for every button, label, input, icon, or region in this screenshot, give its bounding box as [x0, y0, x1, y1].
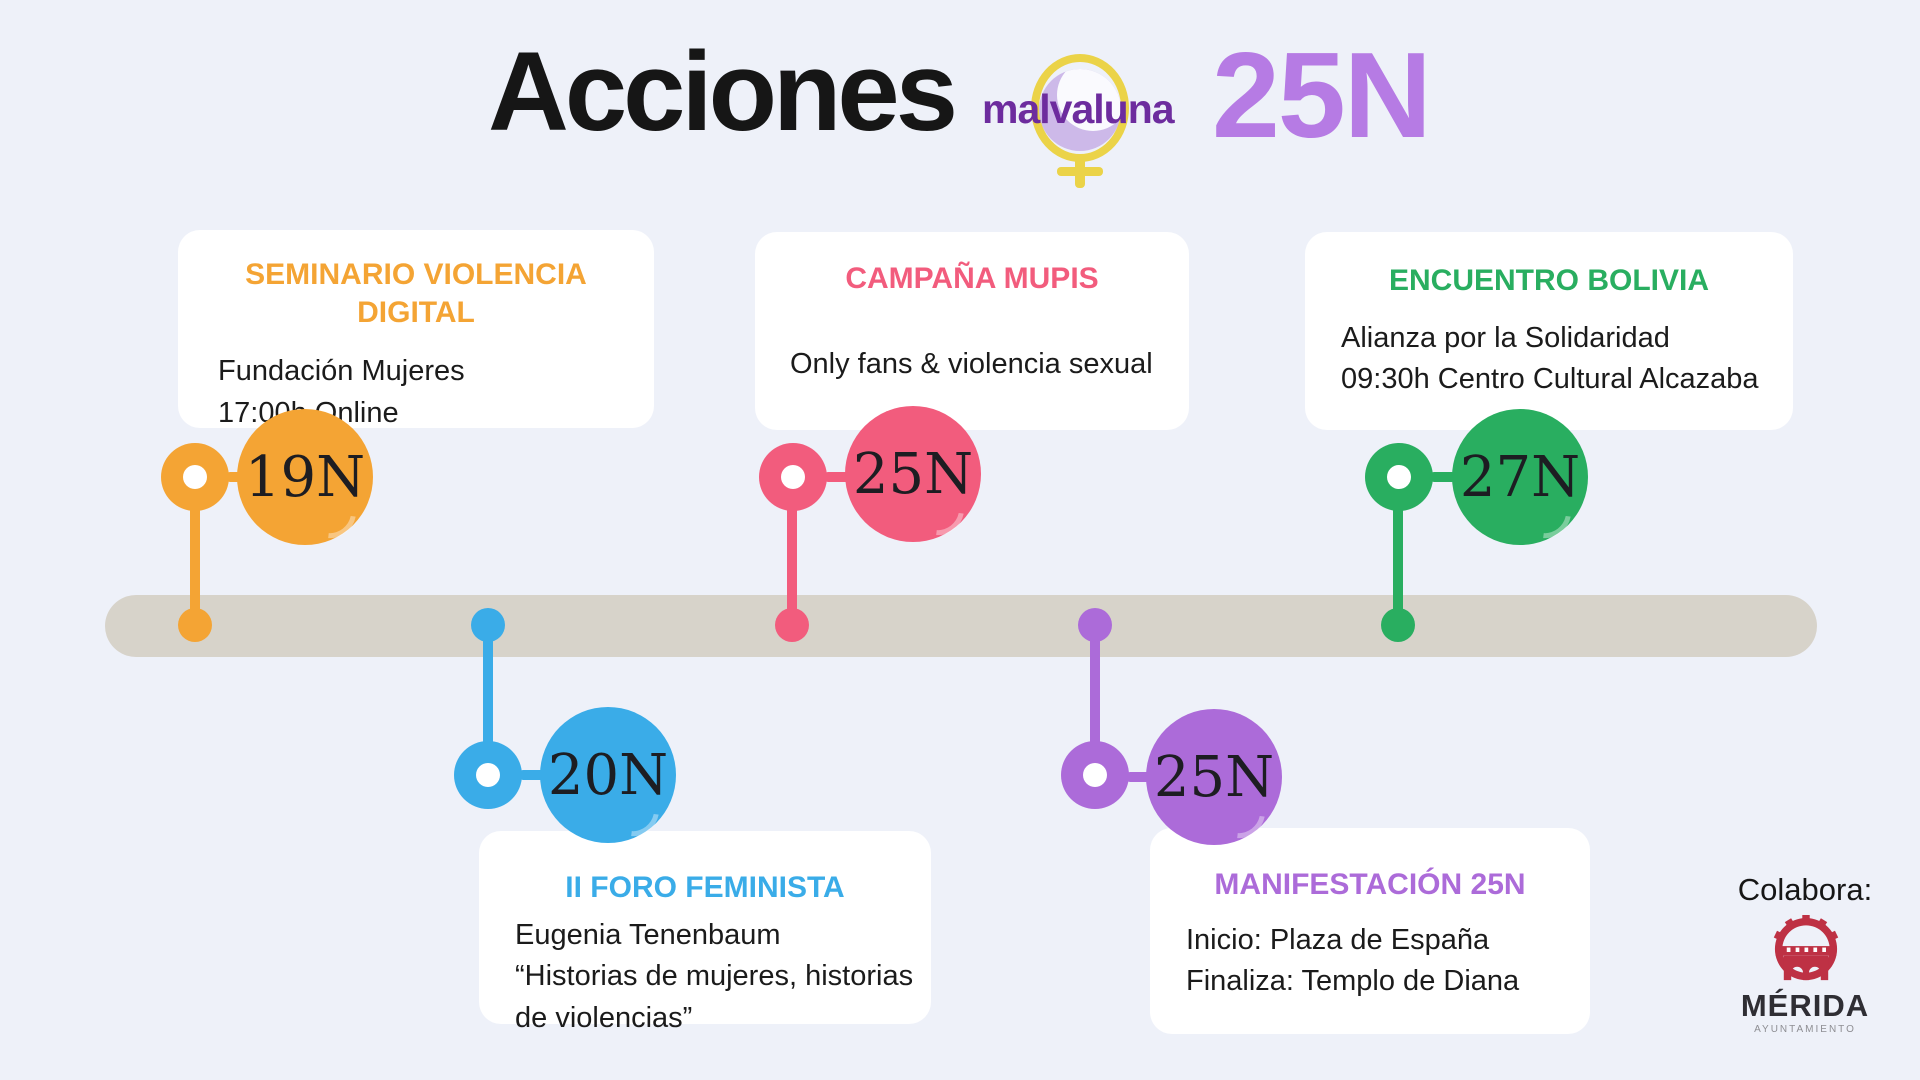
- event-details: Inicio: Plaza de España Finaliza: Templo…: [1150, 920, 1590, 1004]
- date-circle-25n-manifestacion: 25N: [1146, 709, 1282, 845]
- timeline-bar: [105, 595, 1817, 657]
- merida-logo-subtitle: AYUNTAMIENTO: [1754, 1024, 1856, 1035]
- ring-node-icon: [1061, 741, 1129, 809]
- event-title: II FORO FEMINISTA: [565, 871, 845, 904]
- venus-symbol-icon: [1031, 54, 1129, 188]
- event-detail-line: Inicio: Plaza de España: [1186, 923, 1490, 956]
- card-encuentro-bolivia: ENCUENTRO BOLIVIA Alianza por la Solidar…: [1305, 232, 1793, 430]
- ring-node-icon: [1365, 443, 1433, 511]
- merida-logo-title: MÉRIDA: [1740, 988, 1870, 1023]
- event-details: Only fans & violencia sexual: [755, 344, 1189, 386]
- 25n-badge: 25N: [1212, 27, 1432, 163]
- connector-line: [823, 472, 851, 482]
- event-detail-line: Finaliza: Templo de Diana: [1186, 965, 1520, 998]
- malvaluna-logo: malvaluna: [982, 54, 1177, 188]
- colabora-label: Colabora:: [1737, 872, 1873, 907]
- malvaluna-logo-text: malvaluna: [982, 86, 1176, 132]
- event-details: Alianza por la Solidaridad 09:30h Centro…: [1305, 318, 1793, 402]
- card-campana-mupis: CAMPAÑA MUPIS Only fans & violencia sexu…: [755, 232, 1189, 430]
- event-title: CAMPAÑA MUPIS: [845, 262, 1099, 295]
- event-detail-line: Fundación Mujeres: [218, 355, 465, 387]
- ring-node-icon: [759, 443, 827, 511]
- event-detail-line: 17:00h Online: [218, 396, 399, 429]
- event-title: ENCUENTRO BOLIVIA: [1388, 264, 1709, 297]
- merida-bridge-icon: [1773, 915, 1839, 981]
- event-detail-line: de violencias”: [515, 1002, 693, 1034]
- event-title: SEMINARIO VIOLENCIA DIGITAL: [245, 258, 587, 329]
- event-details: Fundación Mujeres 17:00h Online: [178, 351, 654, 435]
- event-detail-line: “Historias de mujeres, historias: [515, 960, 914, 993]
- event-detail-line: Alianza por la Solidaridad: [1341, 321, 1670, 354]
- ring-node-icon: [161, 443, 229, 511]
- connector-line: [1125, 772, 1153, 782]
- card-ii-foro-feminista: II FORO FEMINISTA Eugenia Tenenbaum “His…: [479, 831, 931, 1034]
- ring-node-icon: [454, 741, 522, 809]
- connector-line: [1429, 472, 1457, 482]
- connector-line: [225, 472, 253, 482]
- event-details: Eugenia Tenenbaum “Historias de mujeres,…: [479, 915, 931, 1040]
- event-detail-line: Only fans & violencia sexual: [790, 347, 1153, 380]
- event-detail-line: Eugenia Tenenbaum: [515, 918, 781, 951]
- event-detail-line: 09:30h Centro Cultural Alcazaba: [1341, 363, 1759, 396]
- connector-line: [518, 770, 546, 780]
- page-title: Acciones: [488, 29, 958, 154]
- card-manifestacion-25n: MANIFESTACIÓN 25N Inicio: Plaza de Españ…: [1150, 828, 1590, 1034]
- date-circle-20n: 20N: [540, 707, 676, 843]
- card-seminario-violencia-digital: SEMINARIO VIOLENCIA DIGITAL Fundación Mu…: [178, 230, 654, 429]
- event-title: MANIFESTACIÓN 25N: [1214, 868, 1526, 901]
